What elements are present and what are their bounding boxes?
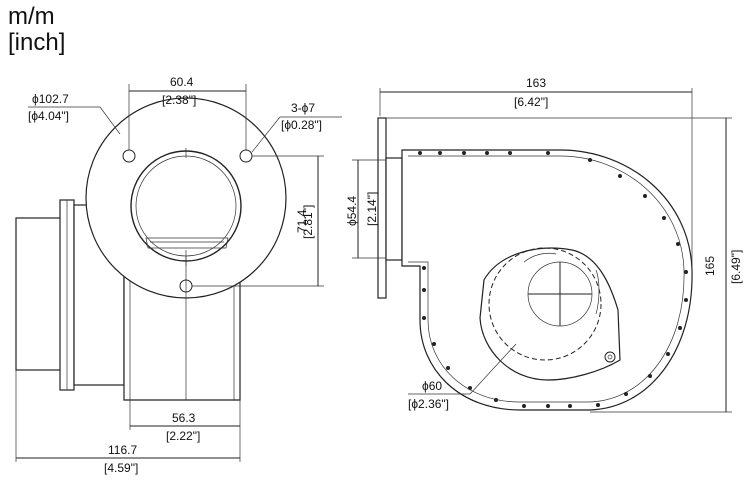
hole-spacing-mm: 60.4 [170, 75, 194, 89]
unit-imperial-label: [inch] [8, 29, 66, 56]
ground-screw [604, 351, 616, 363]
outlet-dia-inch: [2.14"] [365, 192, 379, 226]
side-view [377, 117, 693, 411]
front-view [15, 97, 287, 401]
mount-holes-inch: [ϕ0.28"] [281, 118, 322, 132]
motor-housing [15, 217, 63, 371]
hub-dia-mm: ϕ60 [422, 379, 442, 393]
outlet-duct [385, 157, 403, 261]
overall-height-inch: [6.49"] [729, 250, 743, 284]
overall-width-inch: [4.59"] [104, 461, 138, 475]
side-mount-plate [377, 117, 387, 299]
side-dimensions: 163 [6.42"] 165 [6.49"] ϕ54.4 [2.14"] [345, 76, 743, 413]
impeller-circle [488, 247, 602, 361]
flange-dia-mm: ϕ102.7 [32, 92, 69, 106]
vertical-spacing-inch: [2.81"] [301, 205, 315, 239]
volute-inner [408, 155, 685, 403]
overall-height-mm: 165 [703, 256, 717, 276]
unit-metric-label: m/m [8, 3, 55, 30]
inner-width-inch: [2.22"] [166, 429, 200, 443]
outlet-dia-mm: ϕ54.4 [345, 196, 359, 226]
flange-dia-inch: [ϕ4.04"] [28, 109, 69, 123]
rivet-holes [418, 151, 688, 408]
motor-hub [479, 247, 621, 381]
front-dimensions: ϕ102.7 [ϕ4.04"] 60.4 [2.38"] 3-ϕ7 [ϕ0.28… [15, 75, 342, 475]
inner-width-mm: 56.3 [172, 411, 196, 425]
vertical-spacing-mm: 71.4 [295, 209, 309, 233]
hole-spacing-inch: [2.38"] [162, 93, 196, 107]
hub-dia-inch: [ϕ2.36"] [408, 397, 449, 411]
overall-width-mm: 116.7 [108, 443, 137, 457]
mount-holes-mm: 3-ϕ7 [291, 101, 315, 115]
overall-length-mm: 163 [526, 76, 546, 90]
overall-length-inch: [6.42"] [514, 95, 548, 109]
